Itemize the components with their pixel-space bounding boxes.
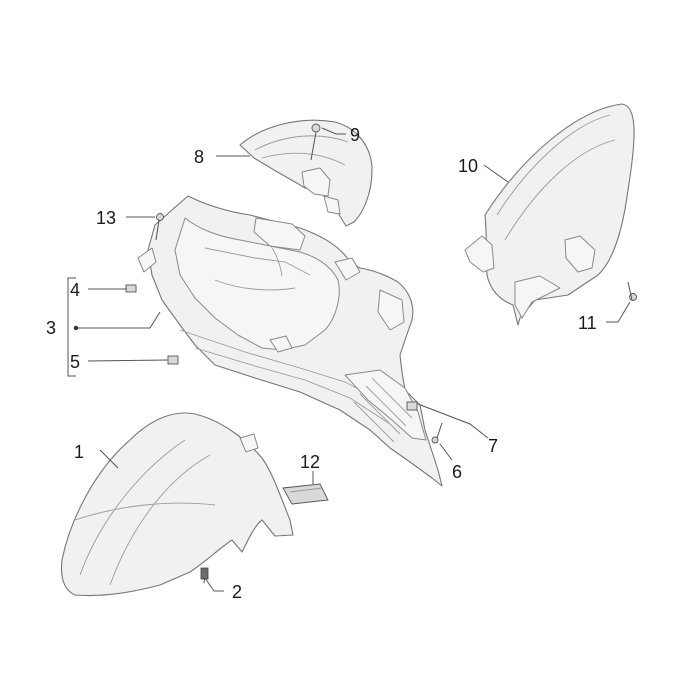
callout-9: 9 [350,125,360,145]
leader-7 [417,403,489,439]
callout-2: 2 [232,582,242,602]
callout-6: 6 [452,462,462,482]
group-3-dot [73,325,79,331]
rear-mudguard [464,103,635,326]
screw-11 [627,281,637,301]
leader-11 [606,301,631,323]
screw-9 [310,123,321,161]
bracket-12 [282,483,329,505]
screw-13 [155,213,164,241]
callout-8: 8 [194,147,204,167]
upper-cover [239,119,373,227]
callout-12: 12 [300,452,320,472]
callout-10: 10 [458,156,478,176]
leader-9 [321,127,346,135]
callout-3: 3 [46,318,56,338]
callout-4: 4 [70,280,80,300]
front-mudguard [60,412,294,597]
leader-1 [99,449,119,469]
screw-2 [200,567,209,584]
callout-11: 11 [578,313,597,333]
leader-10 [483,164,509,183]
callout-1: 1 [74,442,84,462]
screw-6 [431,422,443,444]
callout-13: 13 [96,208,116,228]
clip-7 [406,401,418,411]
callout-7: 7 [488,436,498,456]
inner-leg-shield [137,195,443,487]
clip-5 [167,355,179,365]
leader-2 [204,577,224,592]
callout-5: 5 [70,352,80,372]
bracket-group-3 [67,277,76,377]
leader-5 [87,359,169,362]
clip-4 [125,284,137,293]
leader-3 [76,311,161,329]
leader-6 [439,443,453,461]
